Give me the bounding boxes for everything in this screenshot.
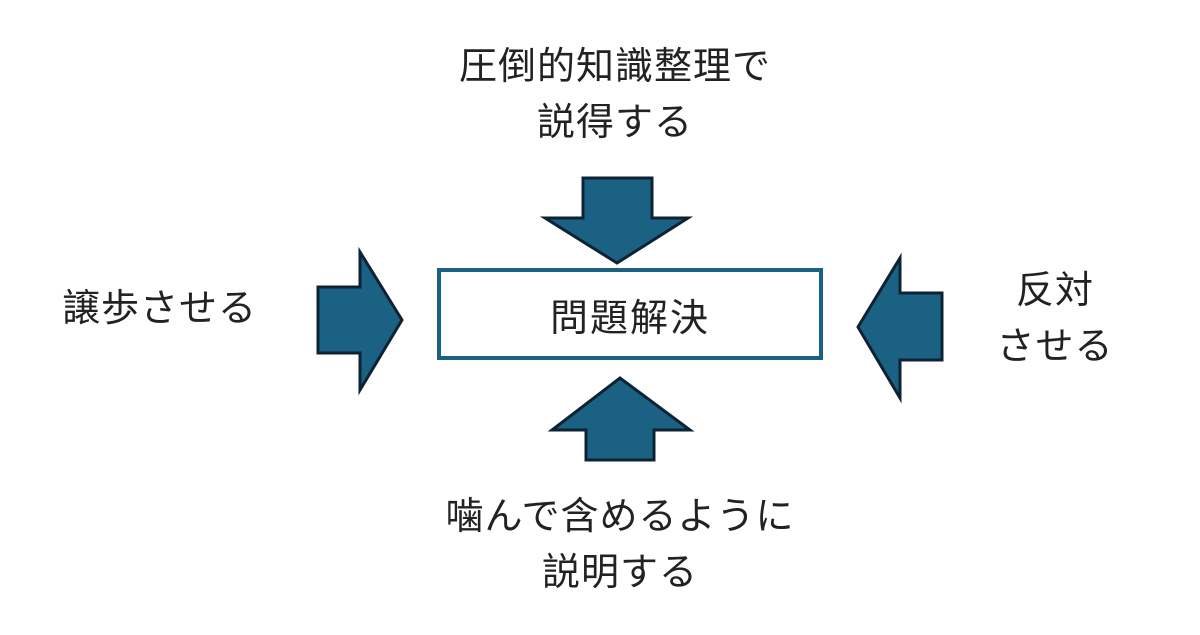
right-label-line-1: 反対 xyxy=(1015,268,1094,312)
arrow-up-from-bottom xyxy=(547,376,695,462)
center-label: 問題解決 xyxy=(549,295,710,340)
arrow-right-from-left xyxy=(316,246,404,396)
bottom-label-line-1: 噛んで含めるように xyxy=(445,494,795,538)
bottom-label-line-2: 説明する xyxy=(541,550,698,594)
bottom-label: 噛んで含めるように 説明する xyxy=(430,488,810,600)
arrow-down-from-top xyxy=(539,176,694,265)
arrow-left-from-right xyxy=(856,252,944,404)
top-label-line-1: 圧倒的知識整理で xyxy=(458,44,771,88)
left-label: 譲歩させる xyxy=(62,280,292,336)
left-label-line-1: 譲歩させる xyxy=(62,286,258,330)
right-label: 反対 させる xyxy=(975,262,1135,374)
top-label-line-2: 説得する xyxy=(536,100,693,144)
center-box: 問題解決 xyxy=(437,268,823,360)
right-label-line-2: させる xyxy=(996,324,1114,368)
top-label: 圧倒的知識整理で 説得する xyxy=(440,38,790,150)
